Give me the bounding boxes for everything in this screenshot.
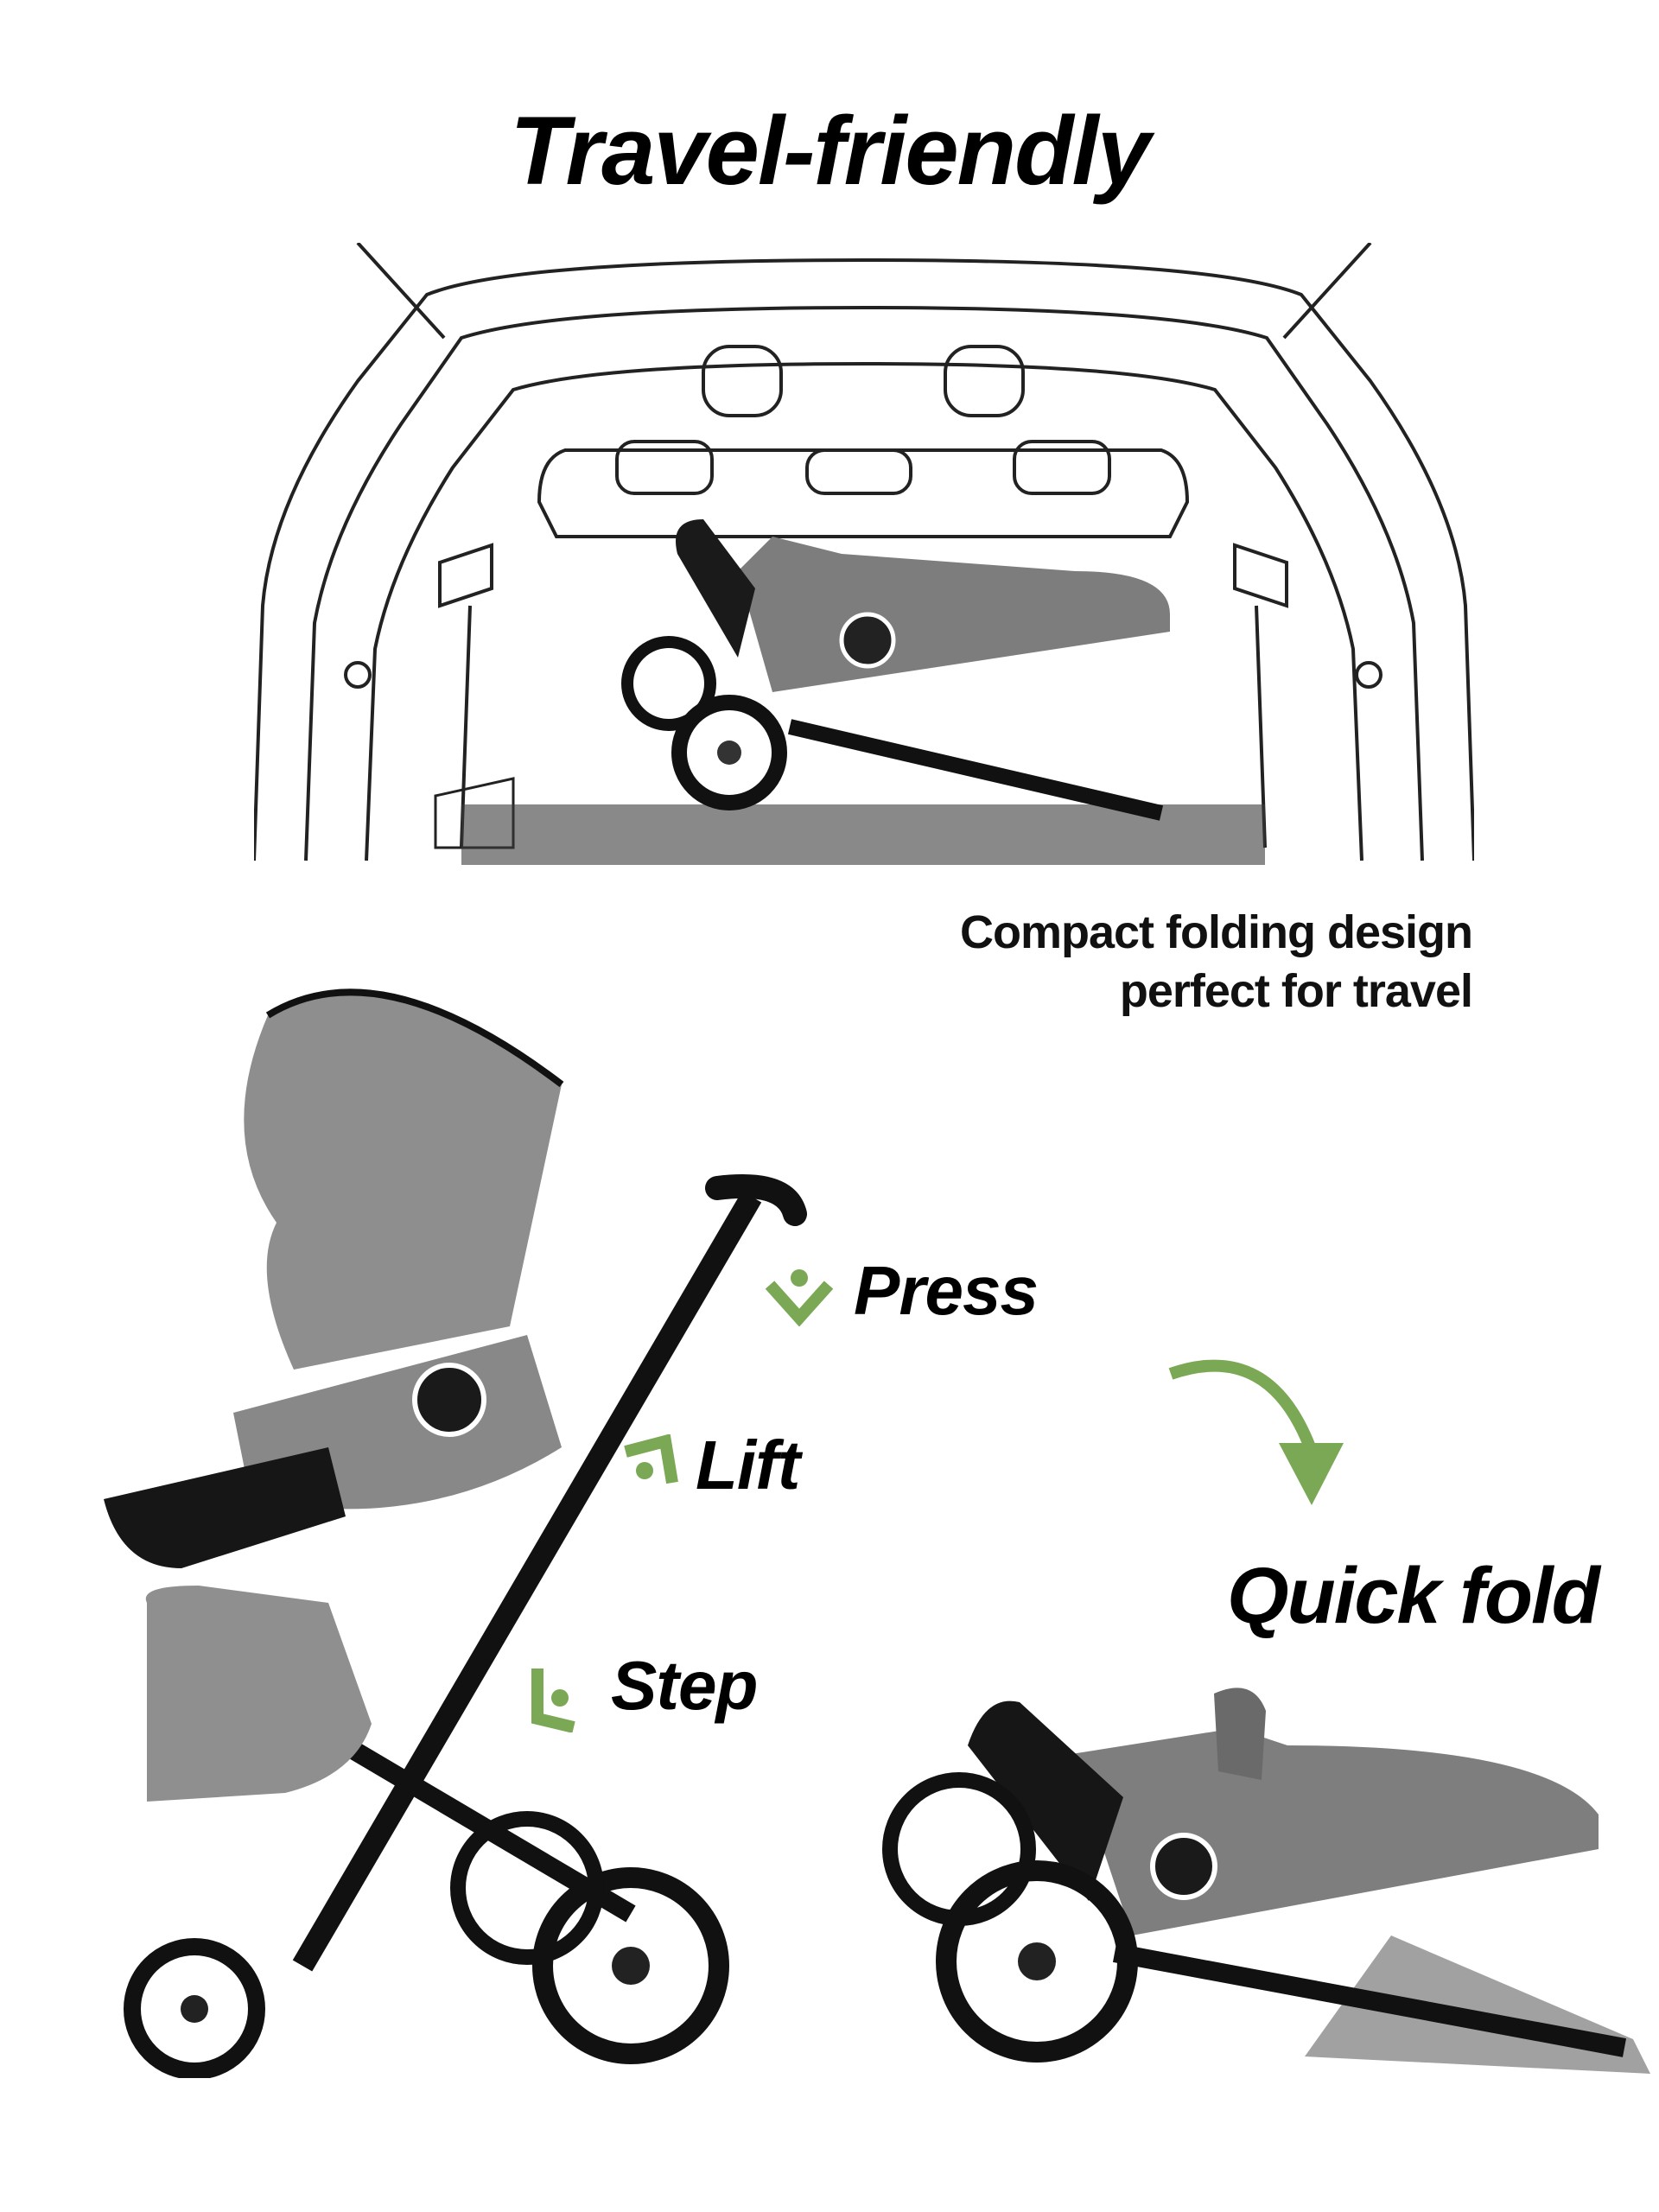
quick-fold-label: Quick fold — [1227, 1552, 1600, 1640]
step-icon — [531, 1669, 575, 1732]
page-title: Travel-friendly — [510, 97, 1151, 205]
step-label-press: Press — [854, 1252, 1039, 1329]
car-trunk-illustration — [254, 243, 1474, 865]
caption-line-1: Compact folding design — [960, 906, 1473, 958]
curved-arrow-icon — [1168, 1359, 1344, 1505]
step-label-lift: Lift — [696, 1427, 800, 1503]
open-stroller-image — [104, 988, 807, 2078]
step-label-step: Step — [611, 1647, 758, 1724]
lift-up-icon — [624, 1434, 678, 1484]
folded-stroller-image — [882, 1688, 1650, 2074]
press-down-icon — [765, 1269, 834, 1326]
feature-caption: Compact folding design perfect for trave… — [960, 903, 1473, 1020]
caption-line-2: perfect for travel — [1119, 965, 1473, 1017]
